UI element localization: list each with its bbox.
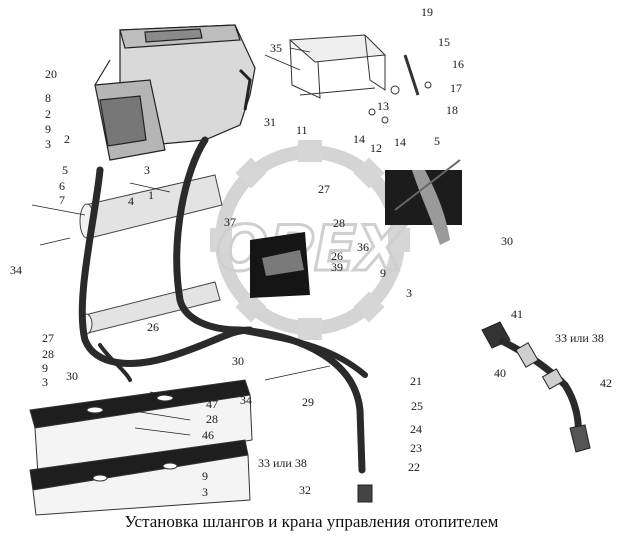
callout-label: 3: [144, 163, 150, 177]
callout-label: 21: [410, 374, 422, 388]
watermark-logo: OPEX: [216, 212, 407, 285]
callout-label: 9: [202, 469, 208, 483]
callout-label: 28: [42, 347, 54, 361]
watermark-gear-teeth: [210, 140, 410, 340]
callout-label: 28: [206, 412, 218, 426]
callout-label: 7: [59, 193, 65, 207]
callout-label: 3: [406, 286, 412, 300]
heater-tank: [94, 24, 256, 161]
callout-label: 20: [45, 67, 57, 81]
callout-label: 22: [408, 460, 420, 474]
callout-label: 35: [270, 41, 282, 55]
callout-label: 4: [128, 194, 134, 208]
callout-label: 32: [299, 483, 311, 497]
callout-label: 5: [434, 134, 440, 148]
callout-label: 47: [206, 397, 218, 411]
callout-label: 3: [45, 137, 51, 151]
callout-label: 11: [296, 123, 308, 137]
callout-label: 30: [66, 369, 78, 383]
callout-label: 2: [45, 107, 51, 121]
callout-label: 13: [377, 99, 389, 113]
callout-label: 30: [232, 354, 244, 368]
callout-label: 3: [42, 375, 48, 389]
callout-label: 33 или 38: [555, 331, 604, 345]
callout-label: 9: [380, 266, 386, 280]
fitting-bottom: [357, 484, 373, 503]
callout-label: 14: [353, 132, 365, 146]
callout-label: 34: [240, 393, 252, 407]
callout-label: 9: [45, 122, 51, 136]
callout-label: 6: [59, 179, 65, 193]
callout-label: 31: [264, 115, 276, 129]
callout-label: 26: [147, 320, 159, 334]
callout-label: 2: [64, 132, 70, 146]
callout-label: 3: [202, 485, 208, 499]
frame-rail-upper: [29, 379, 253, 476]
callout-label: 26: [331, 249, 343, 263]
callout-label: 34: [10, 263, 22, 277]
callout-label: 18: [446, 103, 458, 117]
callout-label: 12: [370, 141, 382, 155]
detail-inset-lower: [250, 232, 310, 298]
callout-label: 29: [302, 395, 314, 409]
callout-label: 36: [357, 240, 369, 254]
callout-label: 9: [42, 361, 48, 375]
callout-label: 25: [411, 399, 423, 413]
detail-inset-upper: [385, 159, 462, 245]
callout-label: 28: [333, 216, 345, 230]
callout-label: 19: [421, 5, 433, 19]
callout-labels: 19 35 15 16 17 18 13 20 8 2 9 3 2 31 11 …: [10, 5, 612, 499]
callout-label: 41: [511, 307, 523, 321]
callout-label: 39: [331, 260, 343, 274]
callout-label: 16: [452, 57, 464, 71]
callout-label: 15: [438, 35, 450, 49]
callout-label: 24: [410, 422, 422, 436]
bracket-assembly: [288, 34, 432, 124]
callout-label: 27: [42, 331, 54, 345]
callout-label: 8: [45, 91, 51, 105]
callout-label: 27: [318, 182, 330, 196]
figure-caption: Установка шлангов и крана управления ото…: [124, 512, 499, 531]
callout-label: 42: [600, 376, 612, 390]
callout-label: 5: [62, 163, 68, 177]
callout-label: 1: [148, 188, 154, 202]
callout-label: 33 или 38: [258, 456, 307, 470]
callout-label: 46: [202, 428, 214, 442]
frame-rail-lower: [29, 439, 251, 516]
valve-assembly: [481, 321, 591, 453]
callout-label: 37: [224, 215, 236, 229]
callout-label: 14: [394, 135, 406, 149]
callout-label: 40: [494, 366, 506, 380]
callout-label: 17: [450, 81, 462, 95]
hoses: [78, 136, 368, 474]
callout-label: 30: [501, 234, 513, 248]
callout-label: 23: [410, 441, 422, 455]
leader-lines: [31, 47, 331, 436]
